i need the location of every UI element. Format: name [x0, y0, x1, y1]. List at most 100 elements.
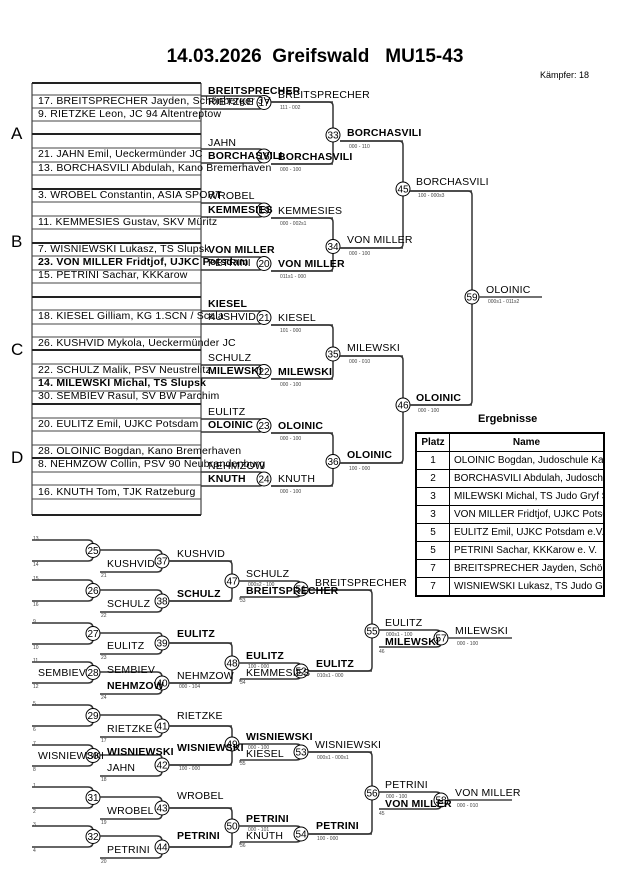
pool-entry: 22. SCHULZ Malik, PSV Neustrelitz	[38, 364, 211, 376]
repechage-score: 100 - 000	[248, 664, 270, 670]
fight-number: 19	[258, 206, 270, 217]
fight-number: 41	[156, 722, 168, 733]
seed-ref: 34	[240, 680, 246, 686]
repechage-winner: WROBEL	[177, 790, 224, 802]
fight-number: 51	[295, 585, 307, 596]
final-score: 000s1 - 011s2	[488, 299, 520, 305]
seed-ref: 19	[101, 820, 107, 826]
repechage-winner: EULITZ	[246, 650, 284, 662]
fight-number: 32	[87, 832, 99, 843]
seed-ref: 23	[101, 655, 107, 661]
bronze-winner: MILEWSKI	[455, 625, 508, 637]
round-connector	[340, 355, 404, 464]
pool-entry: 23. VON MILLER Fridtjof, UJKC Potsdam	[38, 256, 249, 268]
fight-number: 38	[156, 597, 168, 608]
seed-ref: 2	[33, 809, 36, 815]
results-name: BREITSPRECHER Jayden, Schönberger JV	[449, 559, 605, 578]
group-label: B	[11, 232, 23, 251]
fight-number-circle	[293, 581, 309, 597]
repechage-score: 000s1 - 100	[386, 632, 413, 638]
round1-winner: BORCHASVILI	[278, 151, 353, 163]
match-bracket	[32, 622, 94, 645]
fight-bottom-name: RIETZKE	[208, 96, 254, 108]
round1-score: 000 - 100	[280, 382, 302, 388]
repechage-winner: WISNIEWSKI	[315, 739, 382, 751]
results-place: 7	[415, 559, 450, 578]
round1-winner: OLOINIC	[278, 420, 324, 432]
pool-entry: 30. SEMBIEV Rasul, SV BW Parchim	[38, 390, 220, 402]
repechage-loser-in: KIESEL	[246, 748, 284, 760]
repechage-winner: EULITZ	[177, 628, 215, 640]
fight-number: 39	[156, 639, 168, 650]
repechage-bottom-name: JAHN	[107, 762, 136, 774]
fight-number: 42	[156, 761, 168, 772]
group-label: A	[11, 124, 23, 143]
repechage-bottom-name: NEHMZOW	[107, 680, 164, 692]
round1-score: 011s1 - 000	[280, 274, 307, 280]
match-bracket	[32, 786, 94, 809]
results-place: 7	[415, 577, 450, 597]
pool-entry: 18. KIESEL Gilliam, KG 1.SCN / Scala	[38, 310, 224, 322]
bronze-score: 000 - 100	[457, 641, 479, 647]
fight-number: 59	[466, 293, 478, 304]
repechage-winner: WISNIEWSKI	[246, 731, 313, 743]
fight-number: 29	[87, 711, 99, 722]
seed-ref: 35	[240, 761, 246, 767]
fight-top-name: EULITZ	[208, 406, 246, 418]
repechage-bottom-name: SCHULZ	[107, 598, 151, 610]
pool-entry: 20. EULITZ Emil, UJKC Potsdam	[38, 418, 199, 430]
results-name: OLOINIC Bogdan, Judoschule Kano Bremerha…	[449, 451, 605, 470]
fight-number: 33	[327, 131, 339, 142]
seed-ref: 7	[33, 741, 36, 747]
fight-number-circle	[256, 256, 272, 271]
fight-number: 55	[366, 627, 378, 638]
fight-number: 48	[226, 659, 238, 670]
fight-number-circle	[395, 181, 411, 197]
fight-bottom-name: KEMMESIES	[208, 204, 273, 216]
fight-number-circle	[256, 471, 272, 487]
round1-score: 000 - 100	[280, 436, 302, 442]
fight-number: 20	[258, 259, 270, 270]
results-name: MILEWSKI Michal, TS Judo Gryf Supsk	[449, 487, 605, 506]
repechage-top-name: SEMBIEV	[107, 664, 156, 676]
fight-bottom-name: OLOINIC	[208, 419, 254, 431]
fight-number: 50	[226, 822, 238, 833]
seed-ref: 1	[33, 783, 36, 789]
fight-number: 21	[258, 313, 270, 324]
fight-top-name: JAHN	[208, 137, 237, 149]
repechage-loser-in: BREITSPRECHER	[246, 585, 339, 597]
seed-ref: 3	[33, 822, 36, 828]
seed-ref: 24	[101, 695, 107, 701]
fight-number: 18	[258, 152, 270, 163]
repechage-winner: NEHMZOW	[177, 670, 234, 682]
fight-top-name: BREITSPRECHER	[208, 85, 301, 97]
round2-winner: MILEWSKI	[347, 342, 400, 354]
final-winner: OLOINIC	[486, 284, 531, 296]
fight-number: 43	[156, 804, 168, 815]
fight-bottom-name: PETRINI	[208, 257, 251, 269]
results-place: 1	[415, 451, 450, 470]
repechage-name: SEMBIEV	[38, 667, 87, 679]
fight-number-circle	[325, 239, 341, 254]
fight-number-circle	[256, 418, 272, 433]
fight-number: 26	[87, 586, 99, 597]
seed-ref: 13	[33, 536, 39, 542]
group-label: D	[11, 448, 24, 467]
round1-winner: KIESEL	[278, 312, 316, 324]
pool-entry: 8. NEHMZOW Collin, PSV 90 Neubrandenburg	[38, 458, 266, 470]
results-name: BORCHASVILI Abdulah, Judoschule Kano Bre…	[449, 469, 605, 488]
round2-score: 000 - 100	[349, 251, 371, 257]
round1-winner: KNUTH	[278, 473, 316, 485]
seed-ref: 17	[101, 738, 107, 744]
pool-entry: 3. WROBEL Constantin, ASIA SPORT	[38, 189, 222, 201]
fight-number: 46	[397, 401, 409, 412]
results-name: WISNIEWSKI Lukasz, TS Judo Gryf Supsk	[449, 577, 605, 597]
repechage-score: 000 - 100	[248, 745, 270, 751]
seed-ref: 14	[33, 562, 39, 568]
bronze-winner: VON MILLER	[455, 787, 521, 799]
round2-score: 000 - 110	[349, 144, 370, 150]
repechage-winner: KUSHVID	[177, 548, 226, 560]
